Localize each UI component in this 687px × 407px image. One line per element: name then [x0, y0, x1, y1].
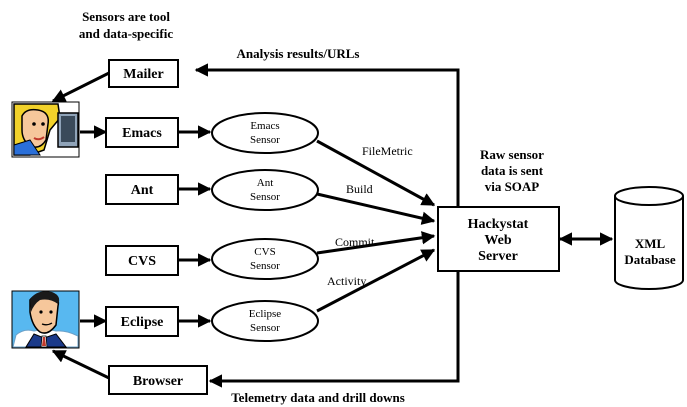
activity-arrow	[316, 248, 436, 313]
filemetric-label: FileMetric	[362, 144, 413, 158]
raw-sensor-line1: Raw sensor	[480, 147, 544, 162]
build-label: Build	[346, 182, 373, 196]
telemetry-label: Telemetry data and drill downs	[231, 390, 405, 405]
woman-at-computer-icon	[11, 101, 80, 158]
activity-label: Activity	[327, 274, 366, 288]
cvs-box	[105, 245, 179, 276]
raw-sensor-line2: data is sent	[481, 163, 544, 178]
analysis-results-label: Analysis results/URLs	[237, 46, 360, 61]
filemetric-arrow	[316, 139, 436, 207]
cvs-label: CVS	[128, 254, 156, 269]
hackystat-server-box	[437, 206, 560, 272]
server-line2: Web	[484, 233, 511, 248]
emacs-label: Emacs	[122, 126, 162, 141]
eclipse-box	[105, 306, 179, 337]
mailer-to-user-arrow	[51, 71, 110, 103]
emacs-sensor-line2: Sensor	[250, 134, 280, 146]
browser-box	[108, 365, 208, 395]
database-line2: Database	[624, 252, 676, 267]
xml-database-cylinder	[614, 186, 684, 290]
commit-label: Commit	[335, 235, 375, 249]
server-line3: Server	[478, 249, 518, 264]
analysis-results-arrow	[194, 63, 460, 207]
sensors-note-line2: and data-specific	[79, 26, 173, 41]
mailer-box	[108, 59, 179, 88]
ant-sensor-line2: Sensor	[250, 191, 280, 203]
telemetry-arrow	[208, 270, 460, 388]
man-with-tie-icon	[11, 290, 80, 349]
emacs-sensor-ellipse	[211, 112, 319, 154]
eclipse-sensor-line2: Sensor	[250, 322, 280, 334]
raw-sensor-line3: via SOAP	[485, 179, 540, 194]
cvs-sensor-line2: Sensor	[250, 260, 280, 272]
browser-to-user-arrow	[51, 349, 110, 380]
mailer-label: Mailer	[123, 67, 163, 82]
ant-sensor-line1: Ant	[257, 177, 274, 189]
emacs-sensor-line1: Emacs	[250, 120, 279, 132]
build-arrow	[316, 192, 436, 225]
emacs-box	[105, 117, 179, 148]
server-line1: Hackystat	[468, 217, 529, 232]
commit-arrow	[316, 231, 436, 255]
eclipse-sensor-ellipse	[211, 300, 319, 342]
eclipse-label: Eclipse	[121, 315, 164, 330]
browser-label: Browser	[133, 374, 183, 389]
cvs-sensor-ellipse	[211, 238, 319, 280]
ant-label: Ant	[131, 183, 154, 198]
cvs-sensor-line1: CVS	[254, 246, 275, 258]
eclipse-sensor-line1: Eclipse	[249, 308, 281, 320]
database-line1: XML	[635, 236, 666, 251]
ant-sensor-ellipse	[211, 169, 319, 211]
ant-box	[105, 174, 179, 205]
sensors-note-line1: Sensors are tool	[82, 9, 170, 24]
